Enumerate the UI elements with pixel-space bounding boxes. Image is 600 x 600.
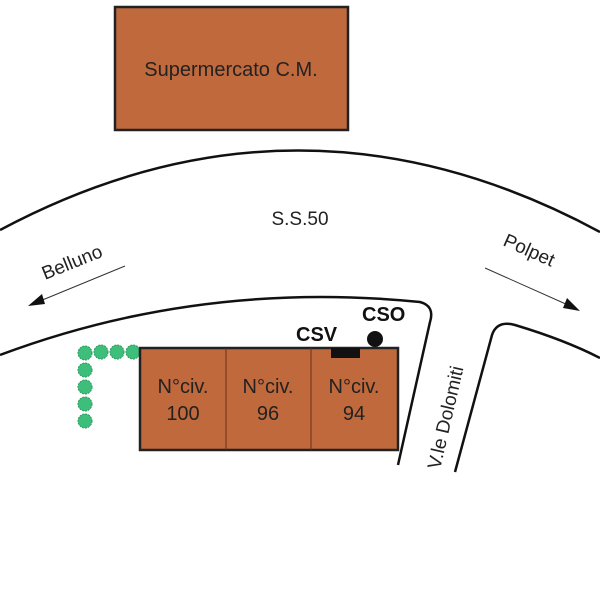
csv-label: CSV bbox=[296, 324, 338, 346]
csv-marker bbox=[331, 348, 360, 358]
hedge bbox=[77, 344, 141, 429]
cso-marker bbox=[367, 331, 383, 347]
svg-text:N°civ.: N°civ. bbox=[243, 376, 294, 398]
svg-text:N°civ.: N°civ. bbox=[329, 376, 380, 398]
supermarket-building bbox=[113, 5, 350, 132]
road-edge-lower-right bbox=[453, 322, 600, 473]
road-edge-upper bbox=[0, 149, 600, 234]
building-unit-100: N°civ. 100 bbox=[158, 376, 209, 425]
road-main-label: S.S.50 bbox=[271, 209, 328, 230]
building-unit-94: N°civ. 94 bbox=[329, 376, 380, 425]
cso-label: CSO bbox=[362, 304, 405, 326]
arrow-belluno bbox=[28, 265, 126, 306]
arrow-polpet bbox=[484, 267, 580, 311]
road-edge-lower-left bbox=[0, 295, 433, 466]
building-unit-96: N°civ. 96 bbox=[243, 376, 294, 425]
svg-text:94: 94 bbox=[343, 403, 365, 425]
residential-building bbox=[138, 346, 400, 452]
svg-text:100: 100 bbox=[166, 403, 199, 425]
svg-text:N°civ.: N°civ. bbox=[158, 376, 209, 398]
svg-text:96: 96 bbox=[257, 403, 279, 425]
supermarket-label: Supermercato C.M. bbox=[144, 59, 317, 81]
